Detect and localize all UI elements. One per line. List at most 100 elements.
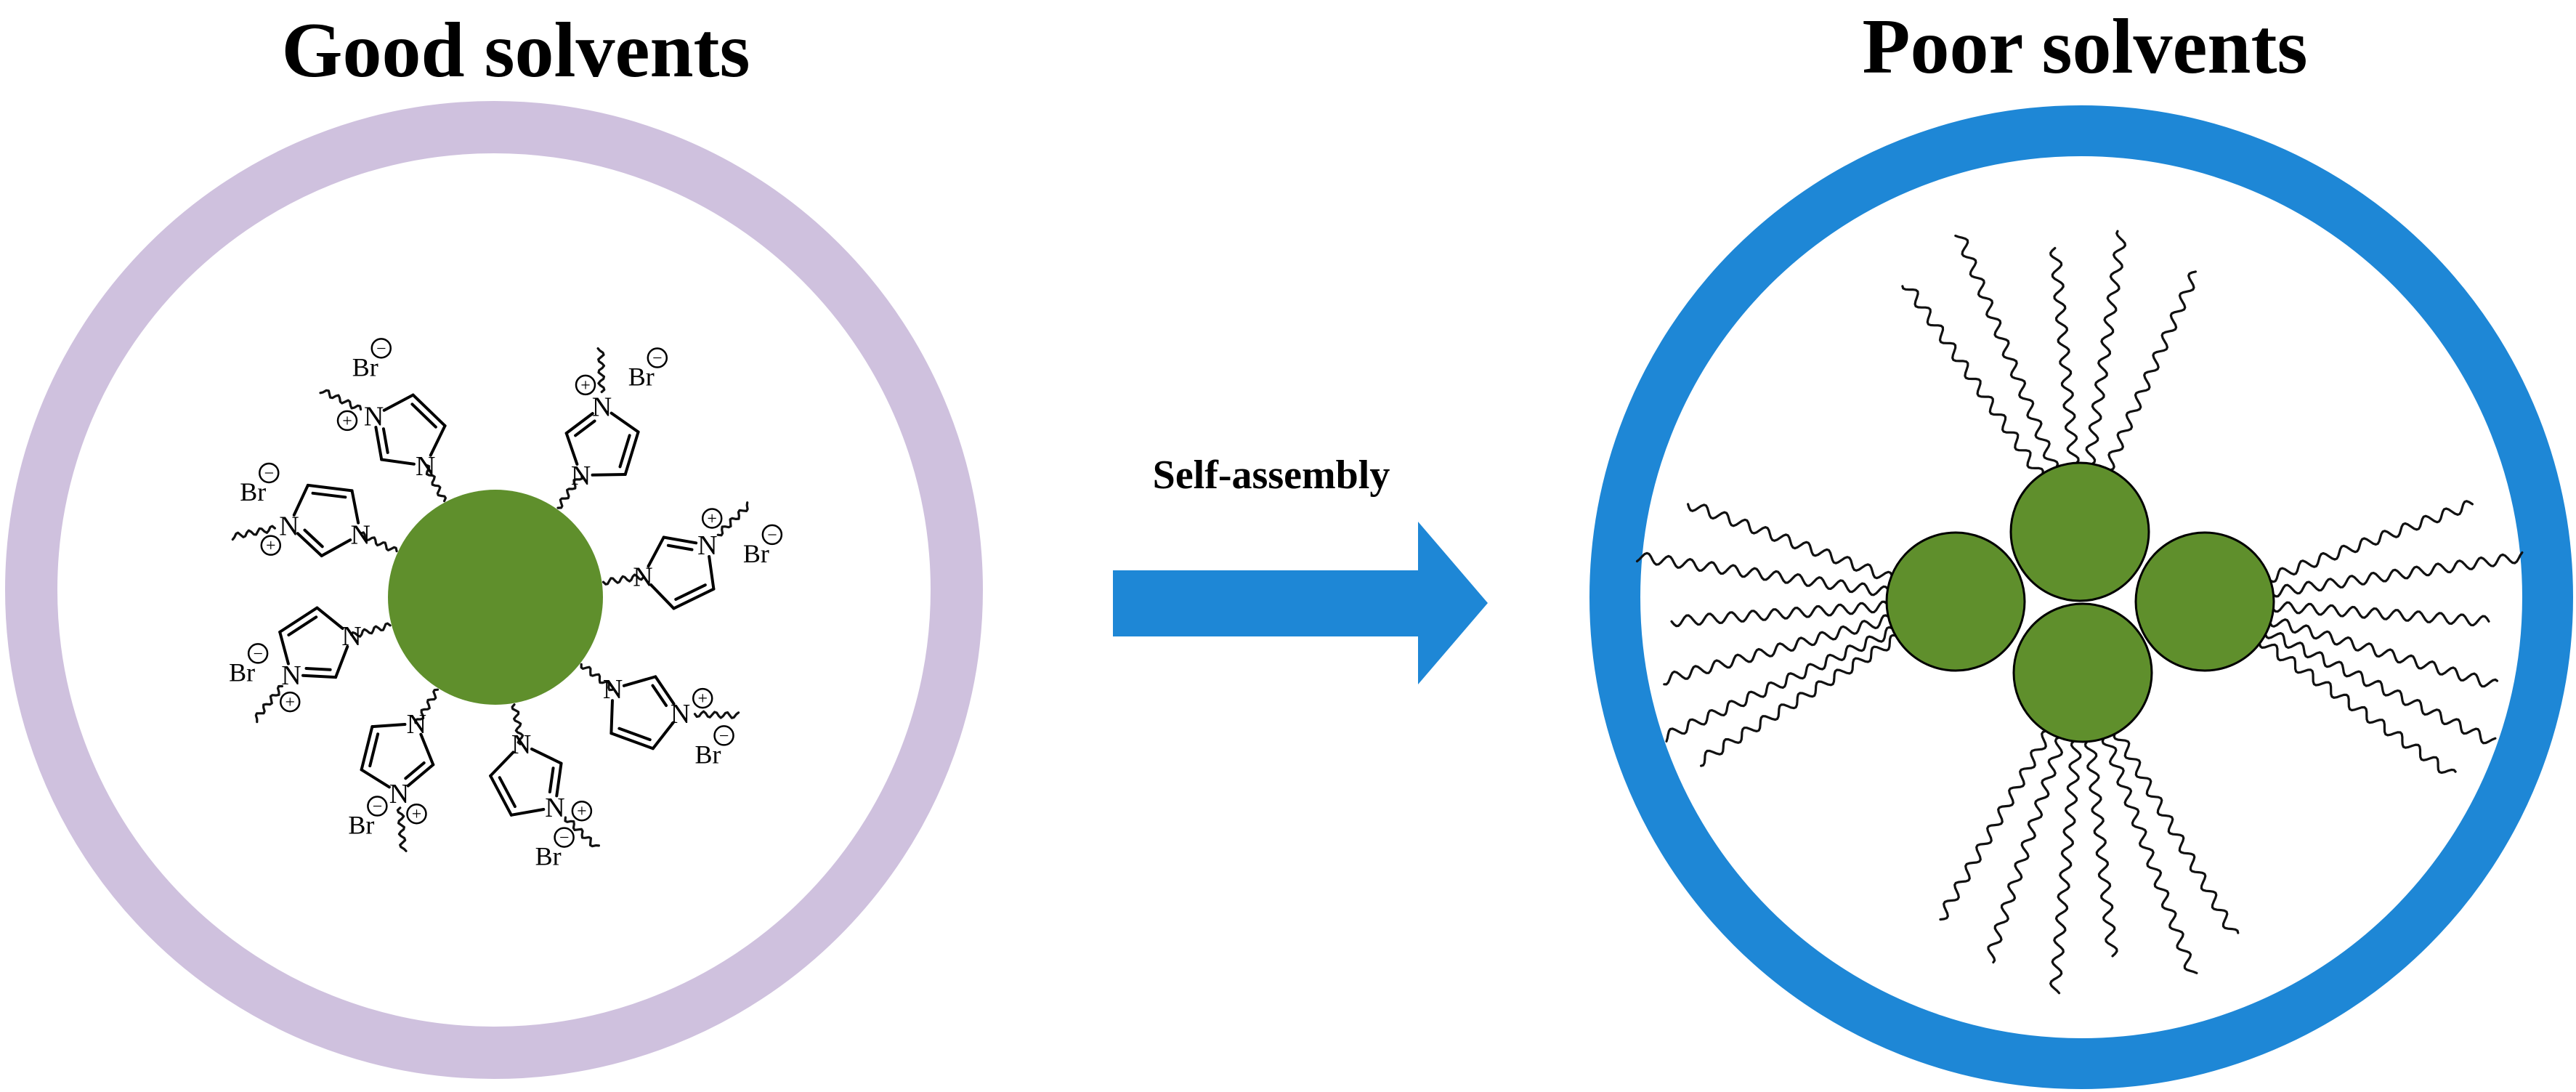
plus-sign: +: [577, 802, 587, 821]
good-solvent-panel: NN+Br−NN+Br−NN+Br−NN+Br−NN+Br−NN+Br−NN+B…: [5, 101, 983, 1079]
ring-bond: [360, 768, 391, 789]
ring-bond: [334, 644, 349, 679]
alkyl-chain: [2269, 551, 2524, 598]
arrow-shape: [1113, 522, 1488, 684]
imidazolium-unit: NN+Br−: [556, 347, 668, 509]
double-bond: [311, 491, 347, 499]
double-bond: [404, 761, 426, 780]
alkyl-chain: [1687, 503, 1895, 581]
minus-sign: −: [253, 644, 263, 663]
nitrogen-label: N: [592, 392, 612, 422]
bromide-label: Br: [352, 352, 378, 381]
bromide-label: Br: [240, 477, 266, 506]
ring-bond: [672, 587, 716, 610]
ring-bond: [489, 751, 515, 777]
nitrogen-label: N: [350, 519, 370, 550]
bromide-label: Br: [348, 811, 374, 840]
minus-sign: −: [376, 339, 386, 358]
alkyl-chain: [2084, 737, 2118, 958]
ring-bond: [374, 426, 384, 461]
positive-charge: +: [571, 800, 593, 822]
good-solvents-title: Good solvents: [281, 7, 750, 94]
plus-sign: +: [580, 376, 591, 395]
ring-bond: [564, 432, 579, 466]
double-bond: [574, 419, 596, 437]
outer-chain: [396, 806, 408, 852]
bromide-label: Br: [535, 842, 562, 871]
ring-bond: [278, 606, 319, 634]
negative-charge: −: [367, 796, 388, 817]
outer-chain: [231, 525, 276, 541]
plus-sign: +: [412, 805, 422, 824]
minus-sign: −: [652, 349, 663, 368]
outer-chain: [693, 710, 740, 719]
outer-chain: [564, 816, 600, 848]
alkyl-chain: [2264, 629, 2497, 745]
double-bond: [651, 684, 668, 708]
double-bond: [618, 434, 631, 469]
alkyl-chain: [2105, 270, 2197, 472]
ring-bond: [360, 725, 374, 772]
ring-bond: [419, 732, 435, 767]
double-bond: [410, 403, 437, 429]
ring-bond: [315, 606, 344, 630]
nitrogen-label: N: [511, 729, 531, 760]
positive-charge: +: [260, 535, 282, 556]
ring-bond: [411, 393, 447, 428]
imidazolium-units: NN+Br−NN+Br−NN+Br−NN+Br−NN+Br−NN+Br−NN+B…: [229, 338, 783, 871]
ring-bond: [278, 630, 290, 666]
ring-bond: [370, 722, 407, 729]
alkyl-chain: [2258, 639, 2457, 774]
aggregated-core-top: [2009, 461, 2150, 602]
imidazolium-unit: NN+Br−: [602, 501, 783, 610]
ring-bond: [609, 411, 640, 434]
ring-bond: [306, 483, 354, 493]
positive-charge: +: [280, 691, 301, 713]
nitrogen-label: N: [389, 779, 409, 809]
imidazolium-unit: NN+Br−: [348, 688, 440, 852]
bromide-label: Br: [743, 539, 769, 568]
minus-sign: −: [373, 798, 383, 817]
plus-sign: +: [707, 509, 717, 528]
alkyl-chain: [1665, 626, 1897, 743]
alkyl-chain: [2049, 738, 2082, 995]
self-assembly-label: Self-assembly: [1153, 453, 1390, 498]
alkyl-chains: [1635, 230, 2524, 995]
ring-bond: [406, 763, 435, 788]
alkyl-chain: [1670, 600, 1890, 628]
alkyl-chain: [2270, 601, 2490, 627]
minus-sign: −: [719, 727, 729, 745]
ring-bond: [530, 747, 563, 765]
double-bond: [617, 727, 652, 742]
ring-bond: [489, 774, 513, 817]
ring-bond: [382, 393, 415, 412]
outer-chain: [254, 684, 283, 724]
minus-sign: −: [767, 526, 777, 545]
tether: [580, 663, 614, 692]
double-bond: [287, 615, 318, 636]
tether: [425, 464, 447, 503]
aggregated-cores: [1885, 461, 2275, 743]
tether: [360, 531, 398, 553]
negative-charge: −: [761, 524, 783, 546]
alkyl-chain: [1663, 614, 1892, 686]
alkyl-chain: [2101, 734, 2198, 974]
imidazolium-unit: NN+Br−: [229, 606, 392, 724]
outer-chain: [596, 347, 606, 394]
ring-bond: [564, 412, 594, 435]
negative-charge: −: [259, 462, 280, 484]
nitrogen-label: N: [697, 530, 717, 561]
ring-bond: [651, 721, 675, 751]
ring-bond: [320, 538, 352, 557]
double-bond: [666, 543, 694, 551]
alkyl-chain: [2113, 729, 2240, 934]
tether: [556, 474, 583, 509]
alkyl-chain: [1939, 729, 2051, 921]
tether: [511, 703, 524, 745]
ring-bond: [708, 554, 716, 591]
imidazolium-unit: NN+Br−: [319, 338, 447, 503]
ring-bond: [296, 532, 323, 557]
good-solvent-ring: [5, 101, 983, 1079]
ring-bond: [647, 535, 665, 568]
double-bond: [548, 767, 555, 794]
